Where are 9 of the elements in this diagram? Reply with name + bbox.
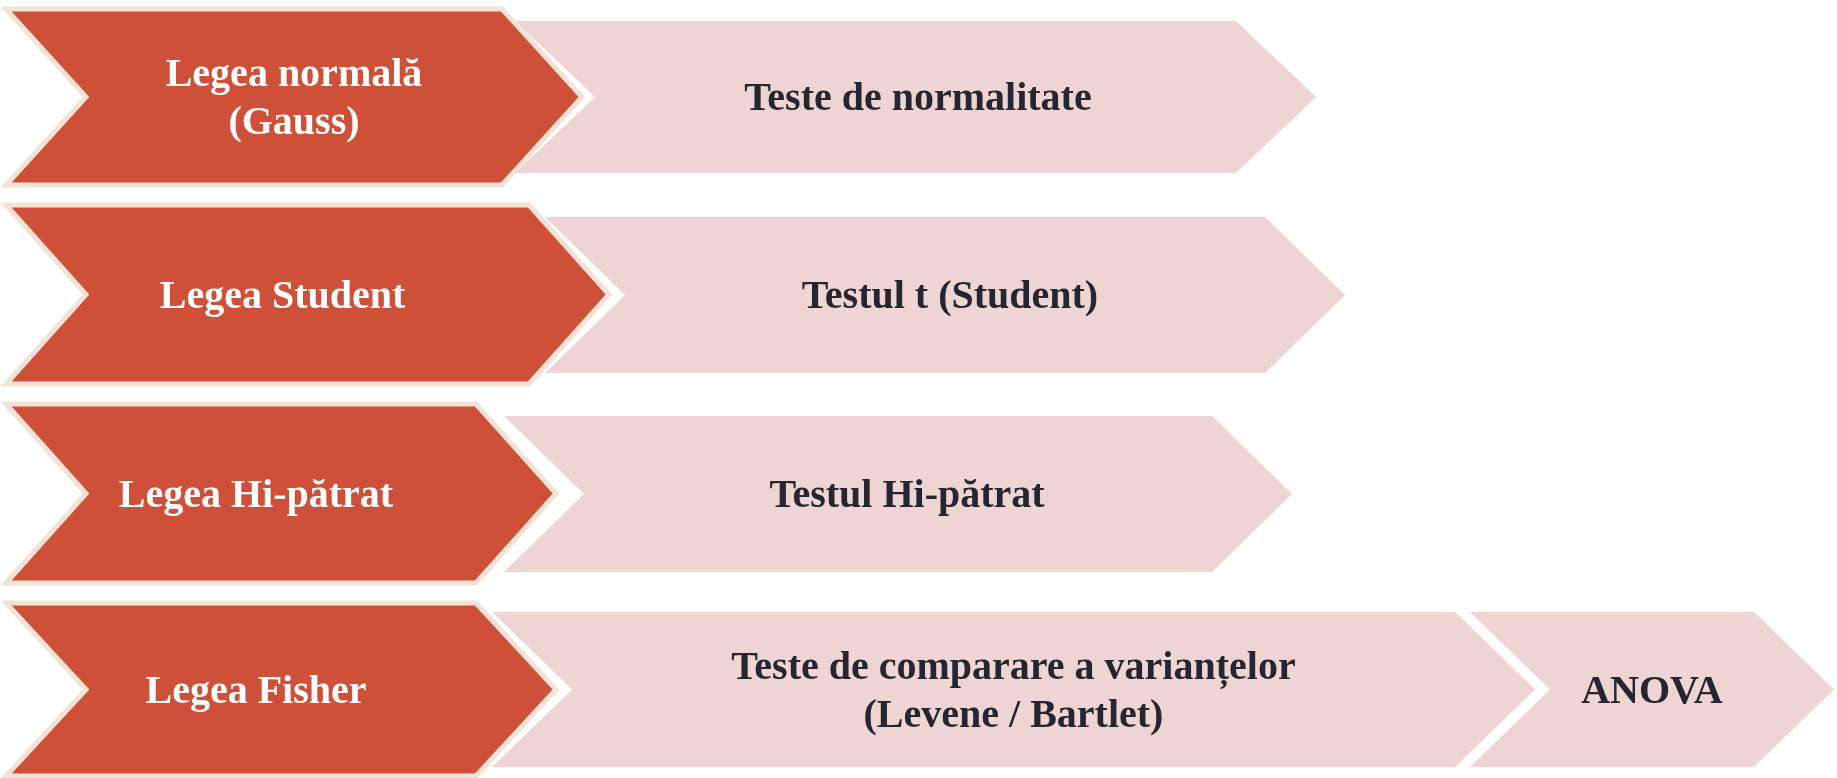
chevron-label: Legea normală (Gauss)	[164, 49, 424, 145]
chevron-label: Testul Hi-pătrat	[769, 470, 1045, 518]
chevron-label: Legea Hi-pătrat	[118, 469, 394, 518]
chevron-label: Teste de comparare a varianțelor (Levene / Bartlet)	[730, 641, 1297, 738]
chevron-label: ANOVA	[1581, 665, 1723, 714]
chevron-label: Legea Student	[159, 270, 406, 319]
chevron-label: Testul t (Student)	[801, 271, 1099, 319]
chevron-label: Legea Fisher	[145, 665, 367, 714]
chevron-label: Teste de normalitate	[744, 73, 1092, 121]
